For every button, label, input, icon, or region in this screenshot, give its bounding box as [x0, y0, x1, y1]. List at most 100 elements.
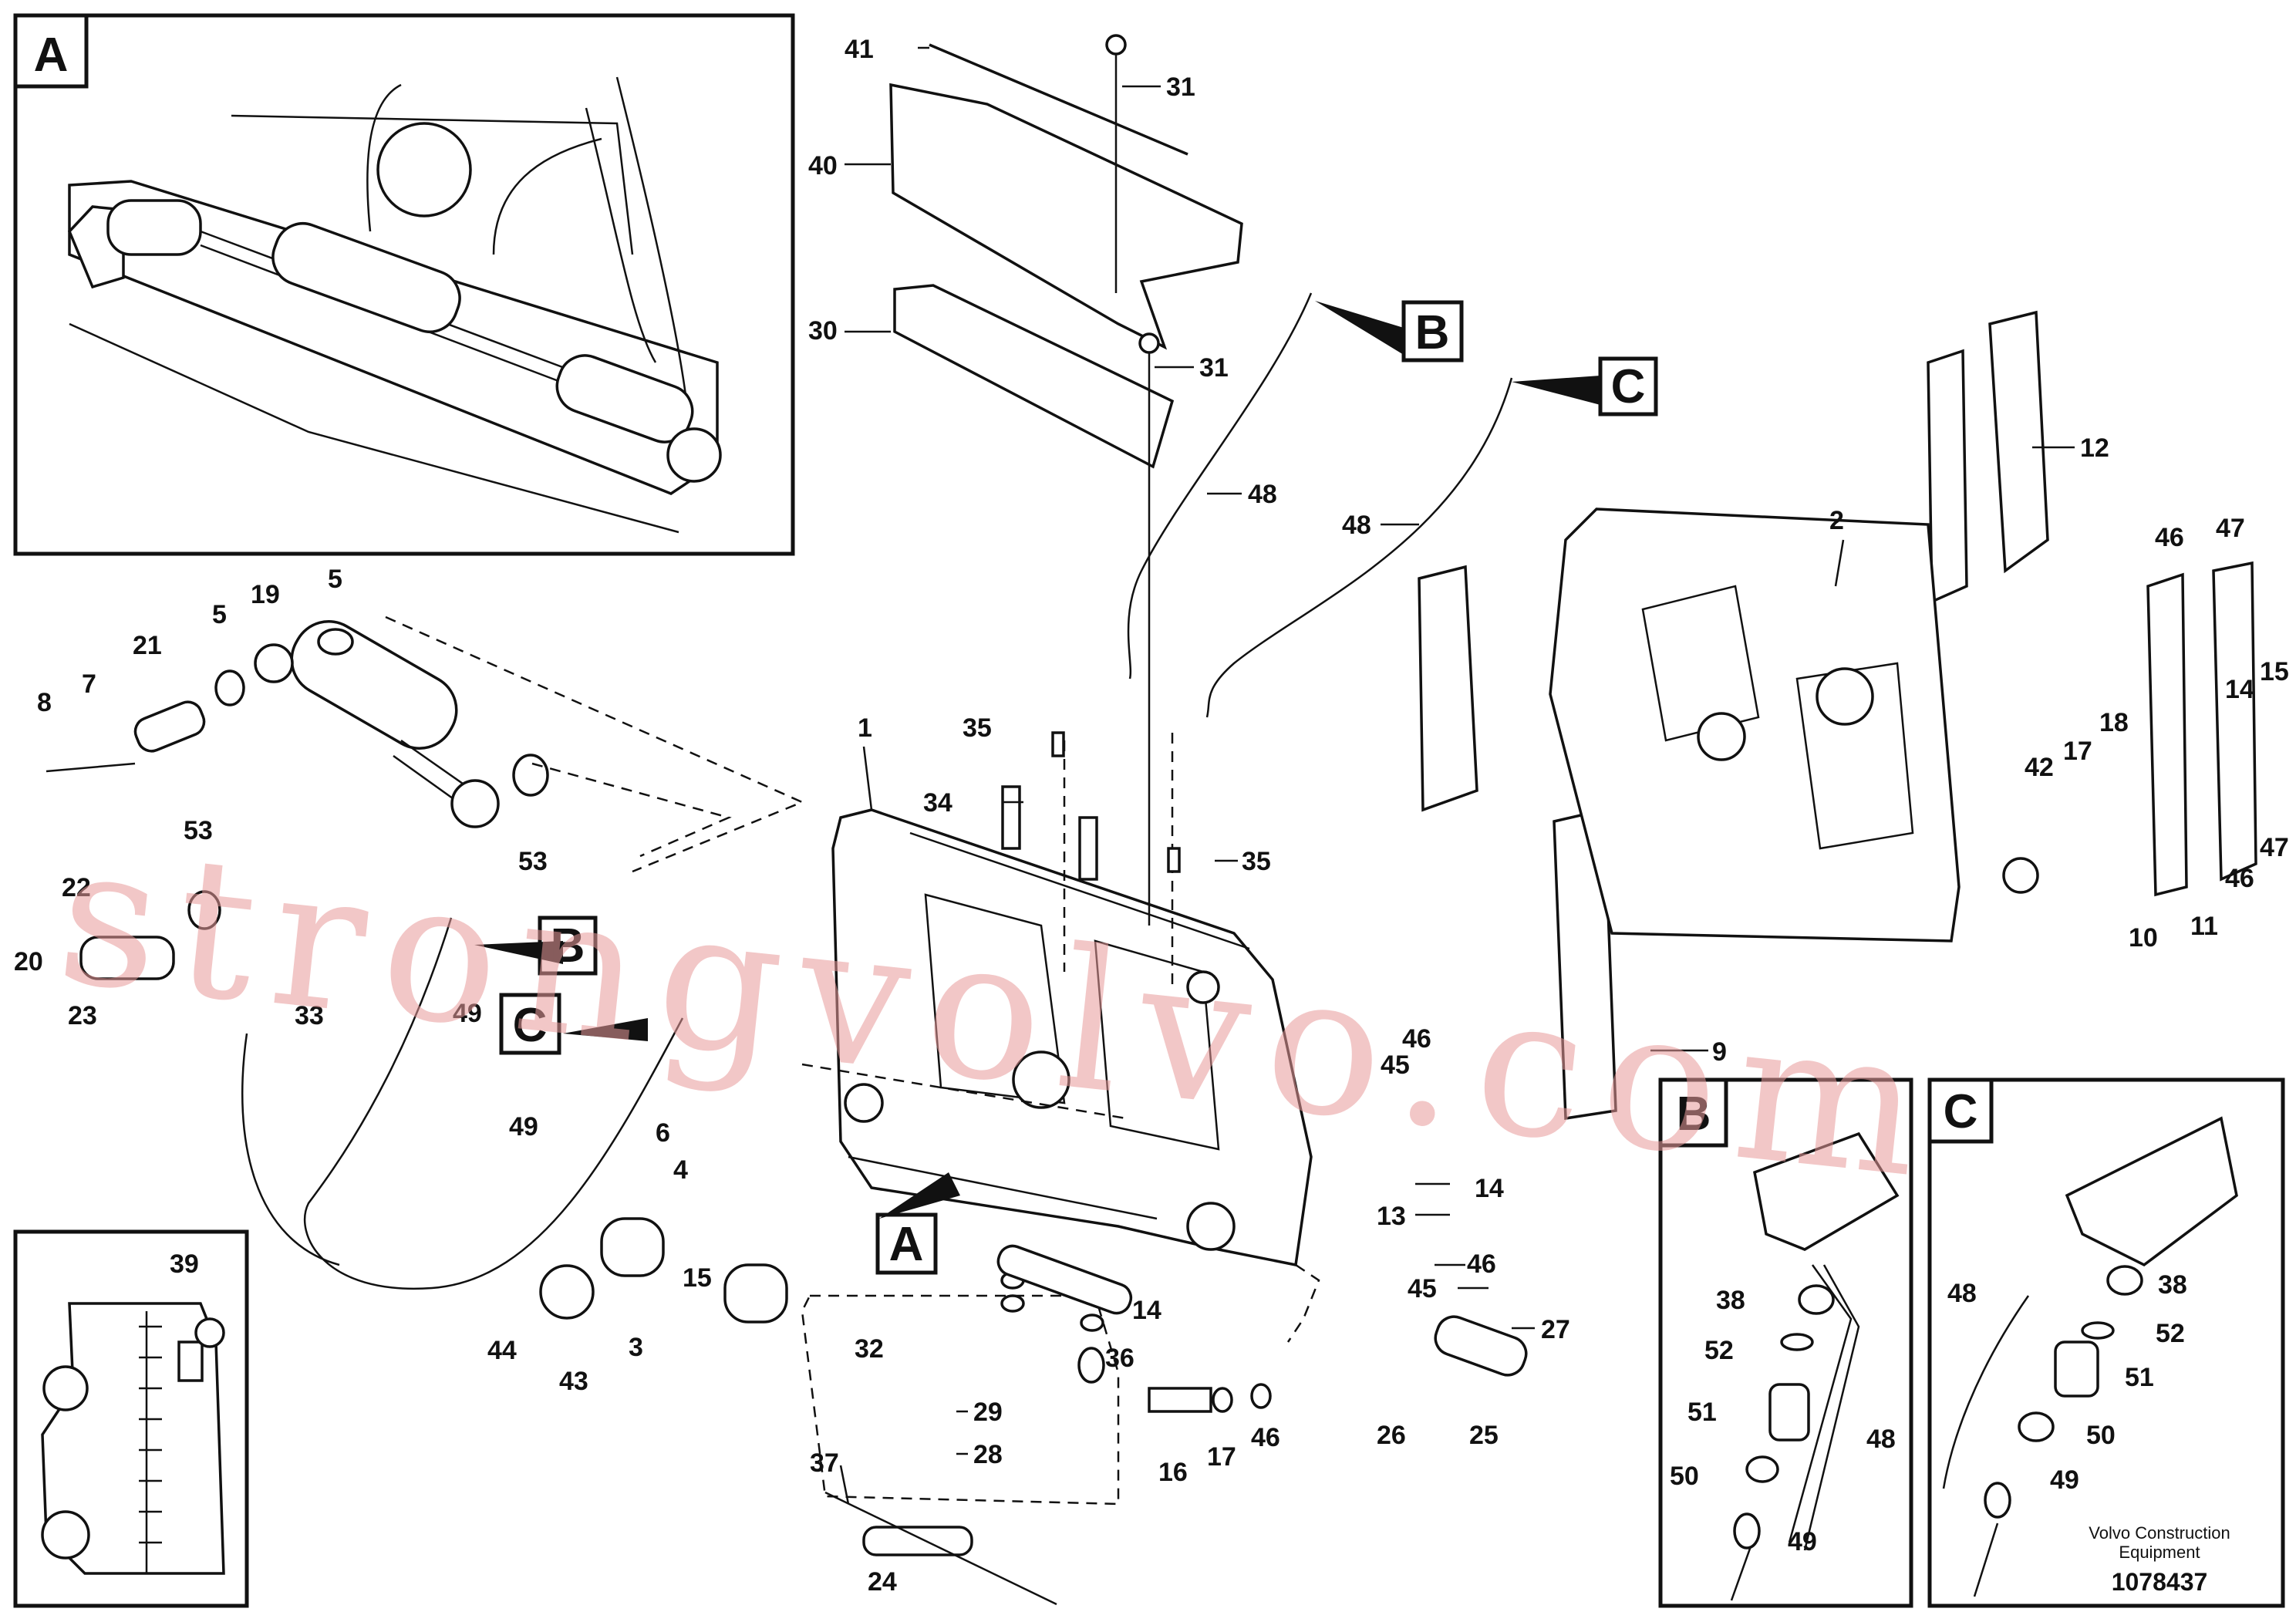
callout-label: 48: [1947, 1279, 1977, 1308]
callout-label: 44: [487, 1336, 517, 1365]
callout-label: 38: [1716, 1286, 1745, 1315]
callout-label: 19: [251, 580, 280, 609]
inset-frame-detail: [13, 1229, 249, 1608]
callout-label: 31: [1199, 353, 1229, 383]
callout-label: 53: [518, 847, 548, 876]
bolt-column: [139, 1325, 162, 1544]
callout-label: 38: [2158, 1270, 2187, 1300]
detail-side-view: [41, 1302, 225, 1575]
wear-plates: [1418, 310, 2257, 1121]
callout-label: 28: [973, 1440, 1003, 1469]
callout-label: 27: [1541, 1315, 1570, 1344]
callout-label: 5: [212, 600, 227, 629]
callout-label: 46: [1402, 1024, 1431, 1054]
callout-label: 49: [509, 1112, 538, 1141]
callout-label: 4: [673, 1155, 688, 1185]
callout-label: 51: [1687, 1398, 1717, 1427]
callout-label: 50: [2086, 1421, 2116, 1450]
callout-label: 16: [1158, 1458, 1188, 1487]
callout-label: 21: [133, 631, 162, 660]
drawing-number: 1078437: [2112, 1568, 2208, 1596]
callout-label: 49: [1788, 1527, 1817, 1556]
callout-label: 52: [2156, 1319, 2185, 1348]
callout-label: 52: [1704, 1336, 1734, 1365]
callout-label: 23: [68, 1001, 97, 1030]
callout-label: 46: [2225, 864, 2254, 893]
callout-label: 20: [14, 947, 43, 976]
callout-label: 45: [1408, 1274, 1437, 1303]
callout-label: 30: [808, 316, 838, 346]
callout-label: 46: [2155, 523, 2184, 552]
inset-frame-b: [1658, 1077, 1913, 1608]
callout-label: 47: [2260, 833, 2289, 862]
callout-label: 14: [1132, 1296, 1161, 1325]
callout-label: 22: [62, 873, 91, 902]
callout-label: 34: [923, 788, 952, 818]
callout-label: 18: [2099, 708, 2129, 737]
callout-label: 14: [1475, 1174, 1504, 1203]
hydraulic-cylinder: [46, 620, 549, 980]
inset-frame-c: [1927, 1077, 2285, 1608]
mounting-bracket: [1549, 508, 2039, 943]
callout-label: 50: [1670, 1462, 1699, 1491]
callout-label: 15: [2260, 657, 2289, 686]
callout-label: 29: [973, 1398, 1003, 1427]
inset-letter-b: B: [1677, 1088, 1711, 1141]
ref-letter-b-left: B: [551, 919, 585, 973]
leader-lines: [839, 46, 2075, 1505]
callout-label: 45: [1381, 1050, 1410, 1080]
callout-labels: 41 31 40 30 31 48 48 12 2 46 47 14 15 47…: [14, 35, 2289, 1597]
ref-box-b-top: B: [1401, 300, 1464, 363]
callout-label: 35: [963, 713, 992, 743]
hardware: [539, 34, 1528, 1606]
credit-line-1: Volvo Construction: [2089, 1523, 2230, 1543]
main-frame: [831, 808, 1313, 1267]
callout-label: 46: [1251, 1423, 1280, 1452]
callout-label: 36: [1105, 1344, 1135, 1373]
callout-label: 11: [2190, 912, 2218, 941]
ref-letter-b-top: B: [1415, 306, 1450, 359]
inset-letter-a: A: [34, 29, 69, 82]
inset-c-drawing: [1942, 1116, 2238, 1597]
callout-label: 17: [1207, 1442, 1236, 1472]
callout-label: 25: [1469, 1421, 1499, 1450]
callout-label: 12: [2080, 433, 2109, 463]
callout-label: 32: [855, 1334, 884, 1364]
callout-label: 3: [629, 1333, 643, 1362]
callout-label: 15: [683, 1263, 712, 1293]
callout-label: 35: [1242, 847, 1271, 876]
callout-label: 2: [1829, 506, 1844, 535]
callout-label: 10: [2129, 923, 2158, 953]
callout-label: 26: [1377, 1421, 1406, 1450]
ref-letter-c-left: C: [513, 999, 548, 1052]
ref-letter-a-main: A: [889, 1218, 924, 1271]
ref-box-b-left: B: [538, 916, 598, 976]
callout-label: 31: [1166, 73, 1195, 102]
callout-label: 47: [2216, 514, 2245, 543]
callout-label: 1: [858, 713, 872, 743]
callout-label: 39: [170, 1249, 199, 1279]
callout-label: 53: [184, 816, 213, 845]
ref-box-c-left: C: [499, 993, 561, 1055]
callout-label: 43: [559, 1367, 588, 1396]
callout-label: 8: [37, 688, 52, 717]
callout-label: 17: [2063, 737, 2092, 766]
callout-label: 24: [868, 1567, 897, 1597]
callout-label: 5: [328, 565, 342, 594]
callout-label: 46: [1467, 1249, 1496, 1279]
callout-label: 48: [1248, 480, 1277, 509]
callout-label: 37: [810, 1448, 839, 1478]
inset-a-drawing: [67, 76, 722, 534]
inset-letter-c: C: [1944, 1085, 1978, 1138]
callout-label: 6: [656, 1118, 670, 1148]
callout-label: 13: [1377, 1202, 1406, 1231]
callout-label: 41: [845, 35, 874, 64]
credit-line-2: Equipment: [2119, 1543, 2200, 1562]
top-covers: [889, 43, 1243, 469]
callout-label: 14: [2225, 675, 2254, 704]
callout-label: 49: [453, 999, 482, 1028]
callout-label: 48: [1866, 1425, 1896, 1454]
ref-box-c-top: C: [1598, 356, 1658, 416]
callout-label: 42: [2025, 753, 2054, 782]
